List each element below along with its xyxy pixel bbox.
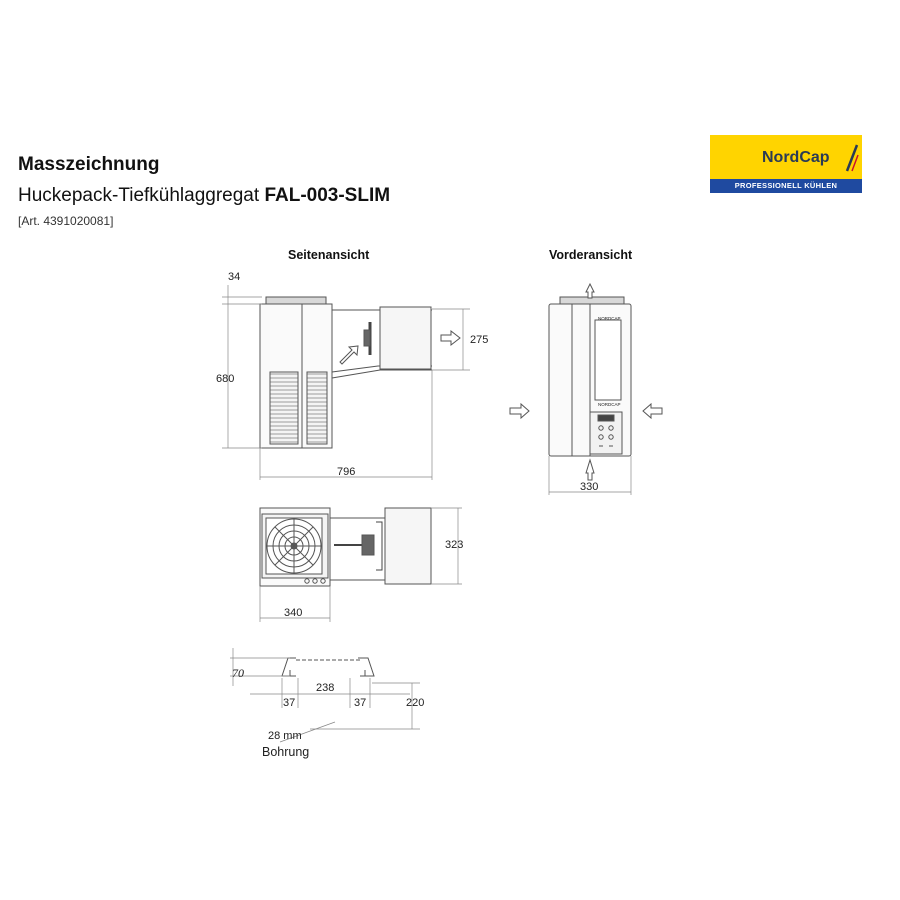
front-badge-top: NORDCAP xyxy=(598,316,621,321)
dim-bracket-drop: 220 xyxy=(406,697,424,709)
article-number: [Art. 4391020081] xyxy=(18,214,114,228)
page-subtitle: Huckepack-Tiefkühlaggregat FAL-003-SLIM xyxy=(18,185,390,207)
air-out-arrow-icon xyxy=(440,329,461,347)
air-in-arrow-icon xyxy=(339,345,359,365)
side-view xyxy=(222,285,470,480)
front-view xyxy=(509,282,663,495)
dim-side-evap-height: 275 xyxy=(470,334,488,346)
dim-side-top: 34 xyxy=(228,271,240,283)
dim-bracket-height: 70 xyxy=(232,666,244,680)
controller-display xyxy=(597,414,615,422)
air-left-in-arrow-icon xyxy=(509,402,530,420)
dim-bore-size: 28 mm xyxy=(268,730,302,742)
evaporator-unit xyxy=(379,306,432,370)
bracket-detail xyxy=(230,648,420,743)
logo-swoosh-icon xyxy=(845,144,859,172)
logo-name: NordCap xyxy=(762,149,830,166)
side-grille-left xyxy=(269,371,299,445)
dim-side-height: 680 xyxy=(216,373,234,385)
dim-bracket-left: 37 xyxy=(283,697,295,709)
side-grille-right xyxy=(306,371,328,445)
air-up-arrow-icon xyxy=(585,282,595,299)
dim-bracket-right: 37 xyxy=(354,697,366,709)
model-name: FAL-003-SLIM xyxy=(264,185,391,206)
air-right-in-arrow-icon xyxy=(642,402,663,420)
top-view xyxy=(259,507,462,622)
front-view-title: Vorderansicht xyxy=(549,248,633,262)
air-bottom-in-arrow-icon xyxy=(585,458,595,481)
side-view-title: Seitenansicht xyxy=(288,248,370,262)
dim-bracket-span: 238 xyxy=(316,682,334,694)
subtitle-prefix: Huckepack-Tiefkühlaggregat xyxy=(18,185,265,206)
logo-tagline: PROFESSIONELL KÜHLEN xyxy=(710,179,862,193)
bore-label: Bohrung xyxy=(262,745,309,759)
front-display-window xyxy=(594,319,622,401)
dim-top-width: 340 xyxy=(284,607,302,619)
top-evaporator xyxy=(384,507,432,585)
nordcap-logo: NordCap PROFESSIONELL KÜHLEN xyxy=(710,135,862,193)
dim-top-depth: 323 xyxy=(445,539,463,551)
dim-side-depth: 796 xyxy=(337,466,355,478)
dim-front-width: 330 xyxy=(580,481,598,493)
page-title: Masszeichnung xyxy=(18,154,160,175)
front-badge-mid: NORDCAP xyxy=(598,402,621,407)
